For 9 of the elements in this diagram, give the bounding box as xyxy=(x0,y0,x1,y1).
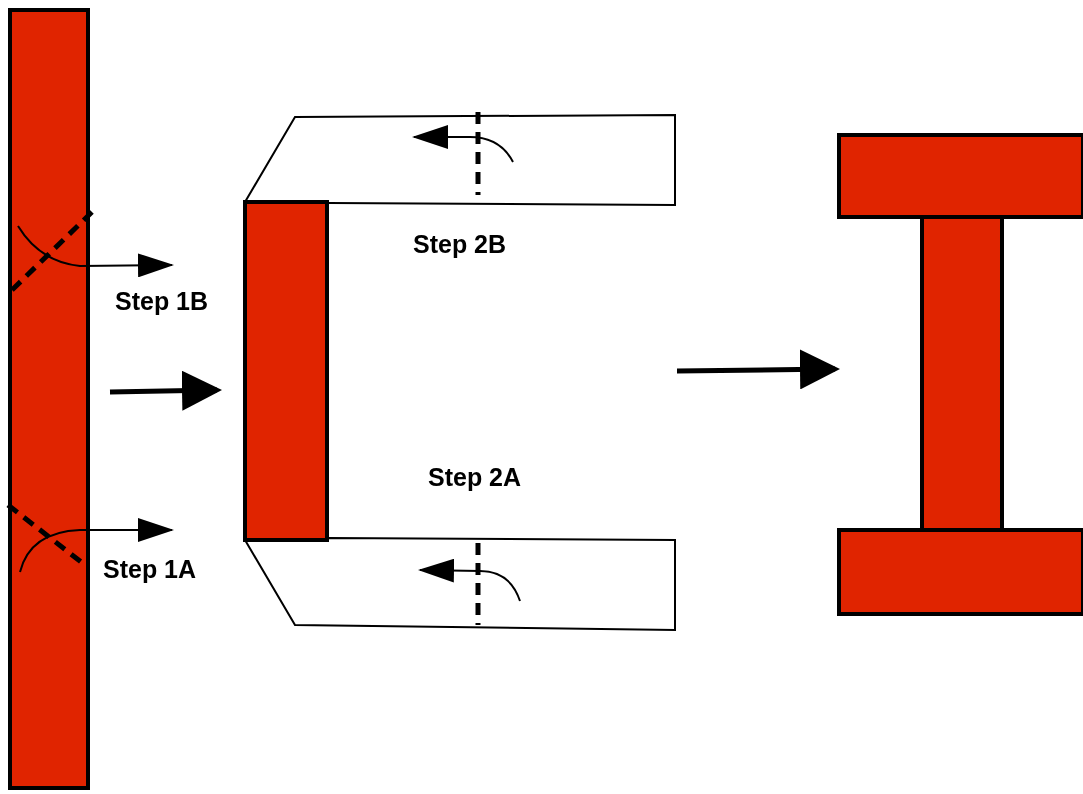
arrow xyxy=(109,370,222,411)
step-label: Step 2A xyxy=(428,463,522,492)
i-beam-drawing xyxy=(837,133,1083,617)
step-label: Step 2B xyxy=(413,230,507,259)
folded-strip-drawing xyxy=(243,113,675,630)
step-label: Step 1B xyxy=(115,287,209,316)
paper-strip xyxy=(8,8,90,790)
arrow xyxy=(676,349,840,390)
step-label: Step 1A xyxy=(103,555,197,584)
